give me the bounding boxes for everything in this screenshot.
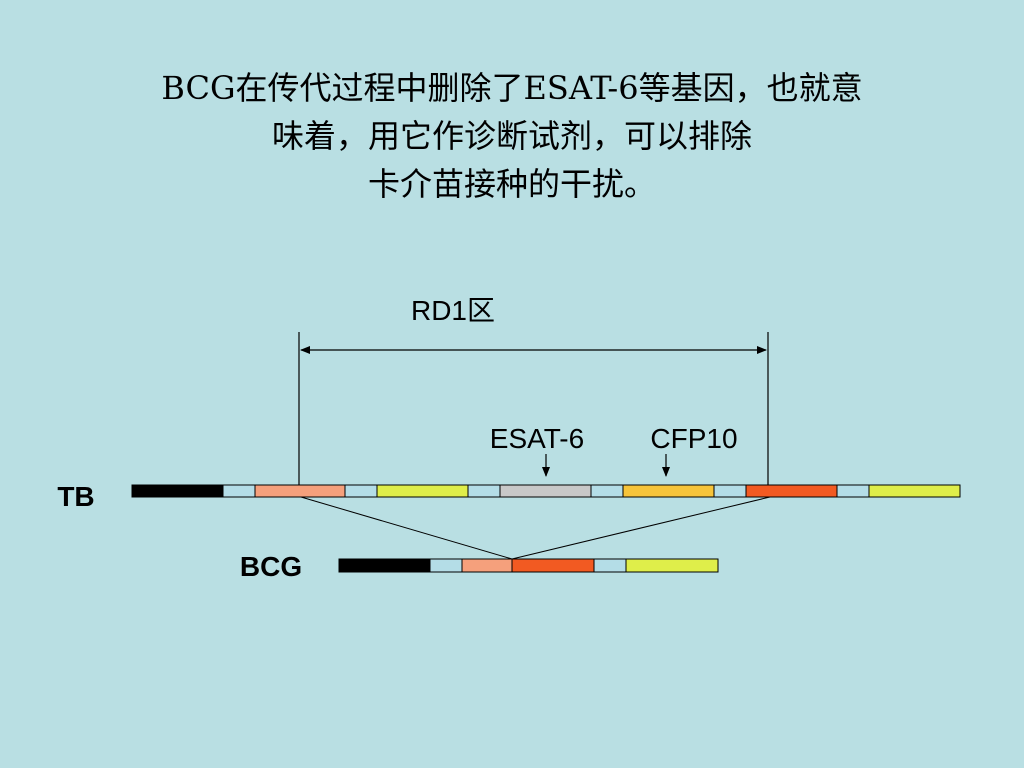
title-line-1: BCG在传代过程中删除了ESAT-6等基因，也就意 — [161, 69, 863, 107]
title-line-3: 卡介苗接种的干扰。 — [367, 165, 656, 203]
bcg-segment-spacer — [593, 558, 627, 573]
tb-segment-spacer — [836, 484, 870, 498]
tb-segment-salmon — [254, 484, 346, 498]
deletion-line-left — [300, 496, 513, 560]
tb-segment-yellow-green — [868, 484, 961, 498]
bcg-label: BCG — [240, 551, 302, 582]
title-line-2: 味着，用它作诊断试剂，可以排除 — [271, 117, 752, 155]
tb-segment-spacer — [713, 484, 747, 498]
tb-segment-spacer — [590, 484, 624, 498]
bcg-segment-salmon — [461, 558, 513, 573]
bcg-genome-bar — [338, 558, 719, 573]
tb-segment-spacer — [344, 484, 378, 498]
tb-segment-red-orange — [745, 484, 838, 498]
cfp10-label: CFP10 — [650, 423, 737, 454]
bcg-segment-spacer — [429, 558, 463, 573]
bcg-segment-yellow-green — [625, 558, 719, 573]
tb-segment-cfp10 — [622, 484, 715, 498]
bcg-segment-red-orange — [511, 558, 595, 573]
tb-segment-spacer — [467, 484, 501, 498]
esat6-label: ESAT-6 — [490, 423, 584, 454]
rd1-label: RD1区 — [411, 295, 495, 326]
tb-segment-esat6 — [499, 484, 592, 498]
bcg-segment-black — [338, 558, 431, 573]
tb-segment-black — [131, 484, 224, 498]
tb-segment-yellow-green — [376, 484, 469, 498]
tb-label: TB — [57, 481, 94, 512]
tb-segment-spacer — [222, 484, 256, 498]
deletion-line-right — [511, 496, 771, 560]
tb-genome-bar — [131, 484, 961, 498]
